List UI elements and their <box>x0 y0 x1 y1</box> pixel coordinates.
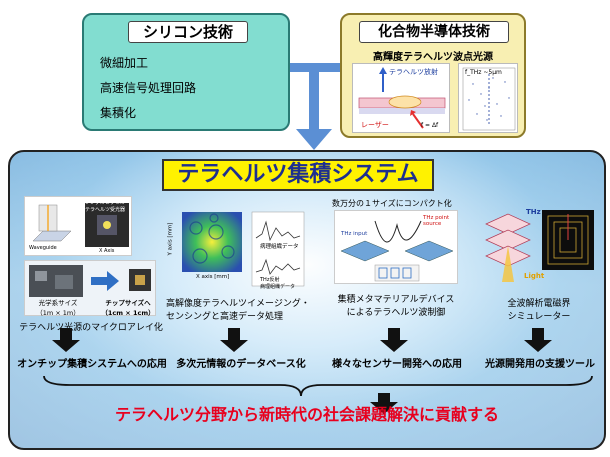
conclusion-statement: テラヘルツ分野から新時代の社会課題解決に貢献する <box>114 405 499 424</box>
application-sensors: 様々なセンサー開発への応用 <box>332 359 462 370</box>
imaging-xlabel: X axis [mm] <box>196 274 230 280</box>
chip-size-label: チップサイズへ （1cm × 1cm） <box>101 299 155 317</box>
application-database: 多次元情報のデータベース化 <box>176 359 306 370</box>
silicon-item-microfab: 微細加工 <box>100 56 149 70</box>
light-label-simulator: Light <box>524 272 545 280</box>
thz-input-label: THz input <box>341 231 368 237</box>
silicon-tech-title: シリコン技術 <box>128 21 248 43</box>
thz-pathology-label: THz反射 病理組織データ <box>260 277 296 290</box>
thz-source-device-diagram: テラヘルツ放射 レーザー f = Δf <box>352 63 450 133</box>
application-onchip: オンチップ集積システムへの応用 <box>17 359 167 370</box>
compound-tech-subtitle: 高輝度テラヘルツ波点光源 <box>373 52 493 63</box>
panel3-caption: 集積メタマテリアルデバイス によるテラヘルツ波制御 <box>337 295 455 318</box>
silicon-item-signal-processing: 高速信号処理回路 <box>100 81 197 95</box>
application-down-arrows <box>43 328 593 414</box>
thz-point-source-label: THz point source <box>423 215 450 227</box>
compound-tech-title: 化合物半導体技術 <box>359 21 509 43</box>
optics-size-label: 光学系サイズ （1m × 1m） <box>36 299 80 317</box>
panel-metamaterial: THz input THz point source <box>334 210 458 284</box>
waveguide-label: Waveguide <box>29 245 57 251</box>
compact-note: 数万分の１サイズにコンパクト化 <box>332 199 452 208</box>
thz-emission-label: テラヘルツ放射 <box>389 68 438 76</box>
plot-label: f_THz ~5μm <box>465 69 502 76</box>
application-support-tool: 光源開発用の支援ツール <box>485 359 595 370</box>
silicon-tech-box: シリコン技術 微細加工 高速信号処理回路 集積化 <box>82 13 290 131</box>
silicon-item-integration: 集積化 <box>100 106 137 120</box>
thz-label-simulator: THz <box>526 208 541 216</box>
freq-formula-label: f = Δf <box>421 122 439 129</box>
signal-pixel-label: シングルピクセル テラヘルツ受光器 <box>85 200 126 213</box>
thz-source-plot: f_THz ~5μm <box>458 63 518 133</box>
panel-imaging: Y axis [mm] X axis [mm] 病理組織データ THz反射 病理… <box>167 208 310 290</box>
connector-arrow <box>290 63 340 150</box>
panel4-caption: 全波解析電磁界 シミュレーター <box>507 299 571 322</box>
panel-simulator: THz Light <box>478 200 598 286</box>
system-title: テラヘルツ集積システム <box>162 159 434 191</box>
panel1-caption: テラヘルツ光源のマイクロアレイ化 <box>19 323 163 333</box>
panel-microarray-bottom: 光学系サイズ （1m × 1m） チップサイズへ （1cm × 1cm） <box>24 260 156 317</box>
x-axis-label-small: X Axis <box>99 248 115 254</box>
thz-system-box: テラヘルツ集積システム シングルピクセル テラヘルツ受光器 Waveguide … <box>8 150 606 450</box>
panel-microarray-top: シングルピクセル テラヘルツ受光器 Waveguide X Axis <box>24 196 132 256</box>
laser-label: レーザー <box>361 121 389 129</box>
compound-semiconductor-box: 化合物半導体技術 高輝度テラヘルツ波点光源 テラヘルツ放射 レーザー f = Δ… <box>340 13 526 138</box>
panel2-caption: 高解像度テラヘルツイメージング・ センシングと高速データ処理 <box>166 299 310 322</box>
pathology-data-label: 病理組織データ <box>260 244 299 250</box>
